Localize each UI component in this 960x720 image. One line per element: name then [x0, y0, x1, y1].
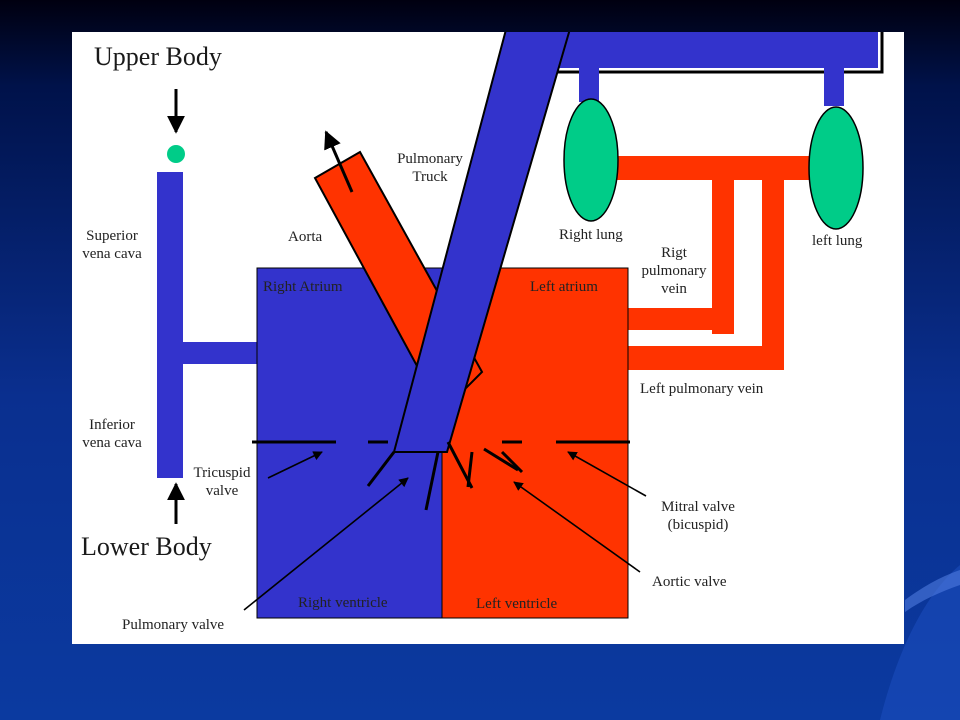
right-atrium-label: Right Atrium: [263, 279, 343, 295]
pulmonary-trunk-vessel: [392, 32, 571, 453]
mitral-valve-label: Mitral valve(bicuspid): [661, 499, 735, 533]
aorta-label: Aorta: [288, 229, 323, 245]
right-ventricle-label: Right ventricle: [298, 595, 388, 611]
left-lung-connector: [824, 68, 844, 106]
valve-leaflets: [366, 441, 524, 511]
left-atrium-label: Left atrium: [530, 279, 598, 295]
aortic-valve-label: Aortic valve: [652, 574, 727, 590]
vena-cava-branch: [183, 342, 259, 364]
upper-body-dot: [167, 145, 185, 163]
vena-cava: [157, 172, 183, 478]
right-lung: [563, 98, 619, 222]
right-lung-connector: [579, 68, 599, 102]
left-lung-label: left lung: [812, 233, 863, 249]
pulmonary-valve-label: Pulmonary valve: [122, 617, 225, 633]
right-lung-label: Right lung: [559, 227, 623, 243]
pointer-arrows: [243, 451, 647, 611]
left-pulmonary-vein-label: Left pulmonary vein: [640, 381, 764, 397]
lower-body-label: Lower Body: [81, 532, 212, 561]
pulmonary-veins: [612, 156, 830, 370]
flow-arrows: [167, 89, 354, 524]
diagram-drawing: [157, 32, 884, 619]
left-ventricle-label: Left ventricle: [476, 596, 558, 612]
upper-body-label: Upper Body: [94, 42, 222, 71]
left-lung: [808, 106, 864, 230]
upper-body-vessel: [512, 32, 878, 68]
